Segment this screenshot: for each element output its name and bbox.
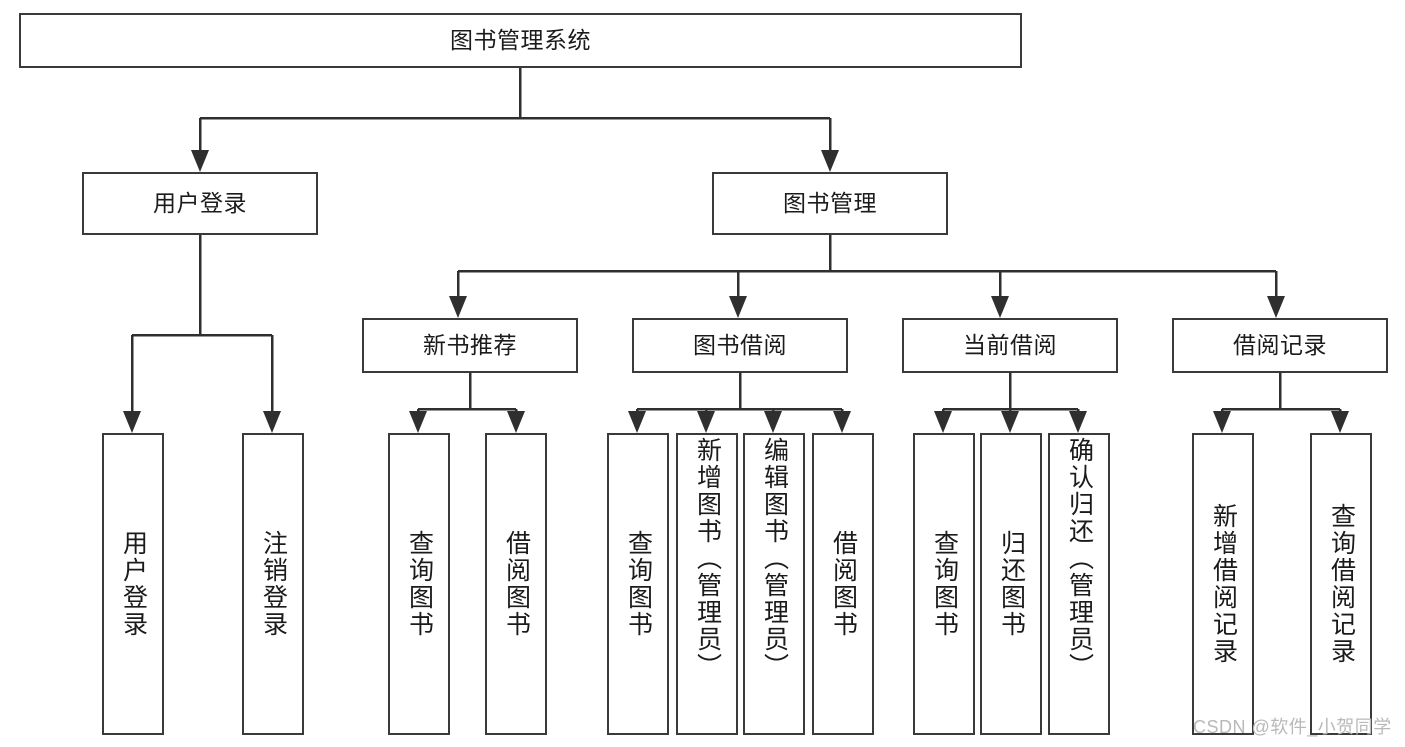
node-current-borrow[interactable]: 当前借阅 xyxy=(902,318,1118,373)
node-leaf-user-logout[interactable]: 注销登录 xyxy=(242,433,304,735)
watermark: CSDN @软件_小贺同学 xyxy=(1193,717,1392,737)
arrow-head-icon xyxy=(507,411,525,433)
arrow-head-icon xyxy=(123,411,141,433)
node-label: 借阅记录 xyxy=(1233,331,1327,358)
arrow-head-icon xyxy=(821,150,839,172)
node-leaf-add-record[interactable]: 新增借阅记录 xyxy=(1192,433,1254,735)
node-leaf-query-book-3[interactable]: 查询图书 xyxy=(913,433,975,735)
node-book-manage[interactable]: 图书管理 xyxy=(712,172,948,235)
node-leaf-user-login[interactable]: 用户登录 xyxy=(102,433,164,735)
arrow-head-icon xyxy=(191,150,209,172)
node-label: 用户登录 xyxy=(153,189,247,216)
node-label: 归还图书 xyxy=(997,530,1026,638)
node-label: 图书管理系统 xyxy=(450,26,591,53)
node-user-login[interactable]: 用户登录 xyxy=(82,172,318,235)
arrow-head-icon xyxy=(833,411,851,433)
node-label: 新增借阅记录 xyxy=(1209,503,1238,665)
node-leaf-add-book[interactable]: 新增图书（管理员） xyxy=(676,433,738,735)
node-label: 查询图书 xyxy=(405,530,434,638)
node-label: 确认归还（管理员） xyxy=(1065,437,1094,680)
arrow-head-icon xyxy=(409,411,427,433)
node-leaf-query-book-2[interactable]: 查询图书 xyxy=(607,433,669,735)
arrow-head-icon xyxy=(449,296,467,318)
arrow-head-icon xyxy=(1331,411,1349,433)
node-leaf-borrow-book-1[interactable]: 借阅图书 xyxy=(485,433,547,735)
node-leaf-confirm-return[interactable]: 确认归还（管理员） xyxy=(1048,433,1110,735)
node-book-borrow[interactable]: 图书借阅 xyxy=(632,318,848,373)
arrow-head-icon xyxy=(628,411,646,433)
arrow-head-icon xyxy=(764,411,782,433)
arrow-head-icon xyxy=(263,411,281,433)
node-label: 借阅图书 xyxy=(502,530,531,638)
node-label: 编辑图书（管理员） xyxy=(760,437,789,680)
arrow-head-icon xyxy=(1213,411,1231,433)
node-label: 用户登录 xyxy=(119,530,148,638)
node-label: 查询图书 xyxy=(624,530,653,638)
arrow-head-icon xyxy=(991,296,1009,318)
node-leaf-query-record[interactable]: 查询借阅记录 xyxy=(1310,433,1372,735)
node-label: 新书推荐 xyxy=(423,331,517,358)
node-leaf-edit-book[interactable]: 编辑图书（管理员） xyxy=(743,433,805,735)
arrow-head-icon xyxy=(1267,296,1285,318)
node-label: 查询借阅记录 xyxy=(1327,503,1356,665)
arrow-head-icon xyxy=(1069,411,1087,433)
node-label: 借阅图书 xyxy=(829,530,858,638)
node-root[interactable]: 图书管理系统 xyxy=(19,13,1022,68)
arrow-head-icon xyxy=(934,411,952,433)
node-label: 新增图书（管理员） xyxy=(693,437,722,680)
node-label: 注销登录 xyxy=(259,530,288,638)
arrow-head-icon xyxy=(697,411,715,433)
node-leaf-return-book[interactable]: 归还图书 xyxy=(980,433,1042,735)
node-leaf-query-book-1[interactable]: 查询图书 xyxy=(388,433,450,735)
node-new-book-rec[interactable]: 新书推荐 xyxy=(362,318,578,373)
node-label: 查询图书 xyxy=(930,530,959,638)
node-leaf-borrow-book-2[interactable]: 借阅图书 xyxy=(812,433,874,735)
node-label: 图书借阅 xyxy=(693,331,787,358)
node-borrow-record[interactable]: 借阅记录 xyxy=(1172,318,1388,373)
node-label: 图书管理 xyxy=(783,189,877,216)
node-label: 当前借阅 xyxy=(963,331,1057,358)
arrow-head-icon xyxy=(1001,411,1019,433)
arrow-head-icon xyxy=(729,296,747,318)
